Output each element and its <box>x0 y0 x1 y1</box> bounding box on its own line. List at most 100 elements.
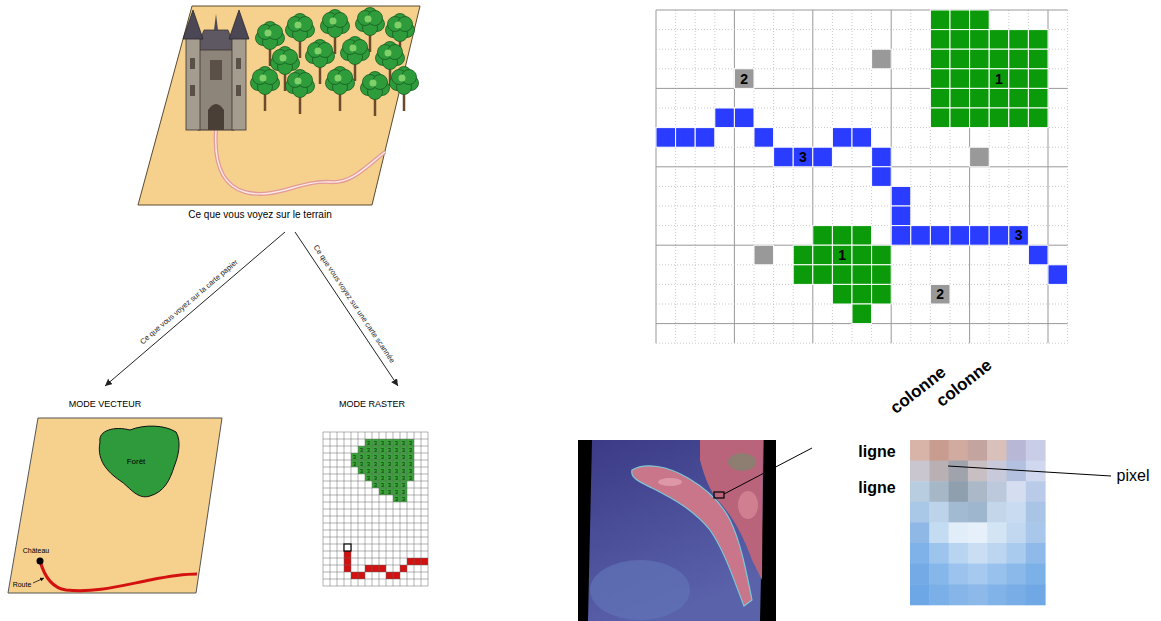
raster-cell <box>930 69 950 89</box>
pixel-cell <box>949 481 969 502</box>
cell-value: 3 <box>367 468 370 474</box>
connector-arrow <box>295 232 398 386</box>
cell-value: 3 <box>360 454 363 460</box>
forest-cell <box>358 467 365 474</box>
pixel-cell <box>949 584 969 605</box>
forest-cell <box>358 453 365 460</box>
raster-cell <box>970 226 990 246</box>
forest-cell <box>386 481 393 488</box>
cell-value: 3 <box>381 447 384 453</box>
tree <box>326 67 355 112</box>
cell-value: 3 <box>388 440 391 446</box>
cell-value: 3 <box>367 440 370 446</box>
raster-cell <box>754 245 774 265</box>
pixel-cell <box>1007 543 1027 564</box>
forest-cell <box>400 481 407 488</box>
pixel-cell <box>968 481 988 502</box>
grid-line <box>323 460 428 461</box>
forest-cell <box>379 467 386 474</box>
forest-cell <box>393 446 400 453</box>
cell-value: 3 <box>374 447 377 453</box>
raster-cell <box>852 226 872 246</box>
raster-cell <box>1028 30 1048 50</box>
cell-value: 3 <box>388 454 391 460</box>
grid-line <box>323 565 428 566</box>
raster-cell <box>832 284 852 304</box>
forest-cell <box>393 467 400 474</box>
shallow-water <box>590 560 690 620</box>
cell-value: 3 <box>395 440 398 446</box>
pixel-cell <box>910 440 930 461</box>
grid-line <box>323 544 428 545</box>
forest-cell <box>386 460 393 467</box>
tree-highlight <box>280 55 287 62</box>
grid-line <box>323 502 428 503</box>
road-cell <box>421 558 428 565</box>
cell-value: 3 <box>395 454 398 460</box>
grid-line <box>812 10 813 343</box>
pixel-cell <box>929 564 949 585</box>
raster-cell <box>989 108 1009 128</box>
grid-line <box>656 186 1068 187</box>
sea <box>588 440 764 621</box>
pixel-cell <box>949 440 969 461</box>
raster-cell <box>852 128 872 148</box>
axis-label: ligne <box>858 444 895 460</box>
road-cell <box>386 572 393 579</box>
raster-cell <box>872 167 892 187</box>
pixel-cell <box>1026 440 1046 461</box>
raster-cell <box>1028 108 1048 128</box>
cell-value: 3 <box>395 496 398 502</box>
forest-cell <box>365 460 372 467</box>
forest-cell <box>407 467 414 474</box>
terrain-road <box>216 130 385 194</box>
forest-cell <box>393 453 400 460</box>
pixel-cell <box>987 461 1007 482</box>
raster-cell <box>989 49 1009 69</box>
class-number: 3 <box>1015 228 1023 242</box>
castle-window <box>236 58 241 69</box>
land-patch <box>728 453 756 471</box>
class-number: 2 <box>740 72 748 86</box>
raster-cell <box>1009 49 1029 69</box>
raster-cell <box>970 10 990 30</box>
raster-cell <box>950 226 970 246</box>
forest-cell <box>351 460 358 467</box>
forest-cell <box>407 474 414 481</box>
pixel-cell <box>968 440 988 461</box>
raster-cell <box>872 147 892 167</box>
castle-tower-roof <box>229 10 249 39</box>
cell-value: 3 <box>402 489 405 495</box>
raster-cell <box>891 206 911 226</box>
raster-cell <box>970 69 990 89</box>
raster-cell <box>950 10 970 30</box>
pixel-cell <box>1026 543 1046 564</box>
raster-cell <box>793 245 813 265</box>
pixel-cell <box>949 522 969 543</box>
cell-value: 3 <box>388 482 391 488</box>
pixel-cell <box>1007 584 1027 605</box>
class-number: 2 <box>936 287 944 301</box>
pixel-cell <box>968 502 988 523</box>
raster-cell <box>930 108 950 128</box>
forest-cell <box>372 460 379 467</box>
cell-value: 3 <box>409 468 412 474</box>
road-cell <box>351 572 358 579</box>
forest-cell <box>379 453 386 460</box>
cell-value: 3 <box>374 454 377 460</box>
pixel-cell <box>1007 481 1027 502</box>
vector-road <box>40 561 197 591</box>
raster-cell <box>832 128 852 148</box>
tree-highlight <box>295 78 302 85</box>
raster-cell <box>872 49 892 69</box>
pixel-cell <box>910 522 930 543</box>
pixel-cell <box>987 481 1007 502</box>
castle-tower-roof <box>183 10 203 39</box>
cell-value: 3 <box>374 475 377 481</box>
pixel-cell <box>1026 481 1046 502</box>
pixel-cell <box>1026 502 1046 523</box>
cell-value: 3 <box>409 440 412 446</box>
leader-line <box>948 466 1111 476</box>
grid-line <box>910 10 911 343</box>
